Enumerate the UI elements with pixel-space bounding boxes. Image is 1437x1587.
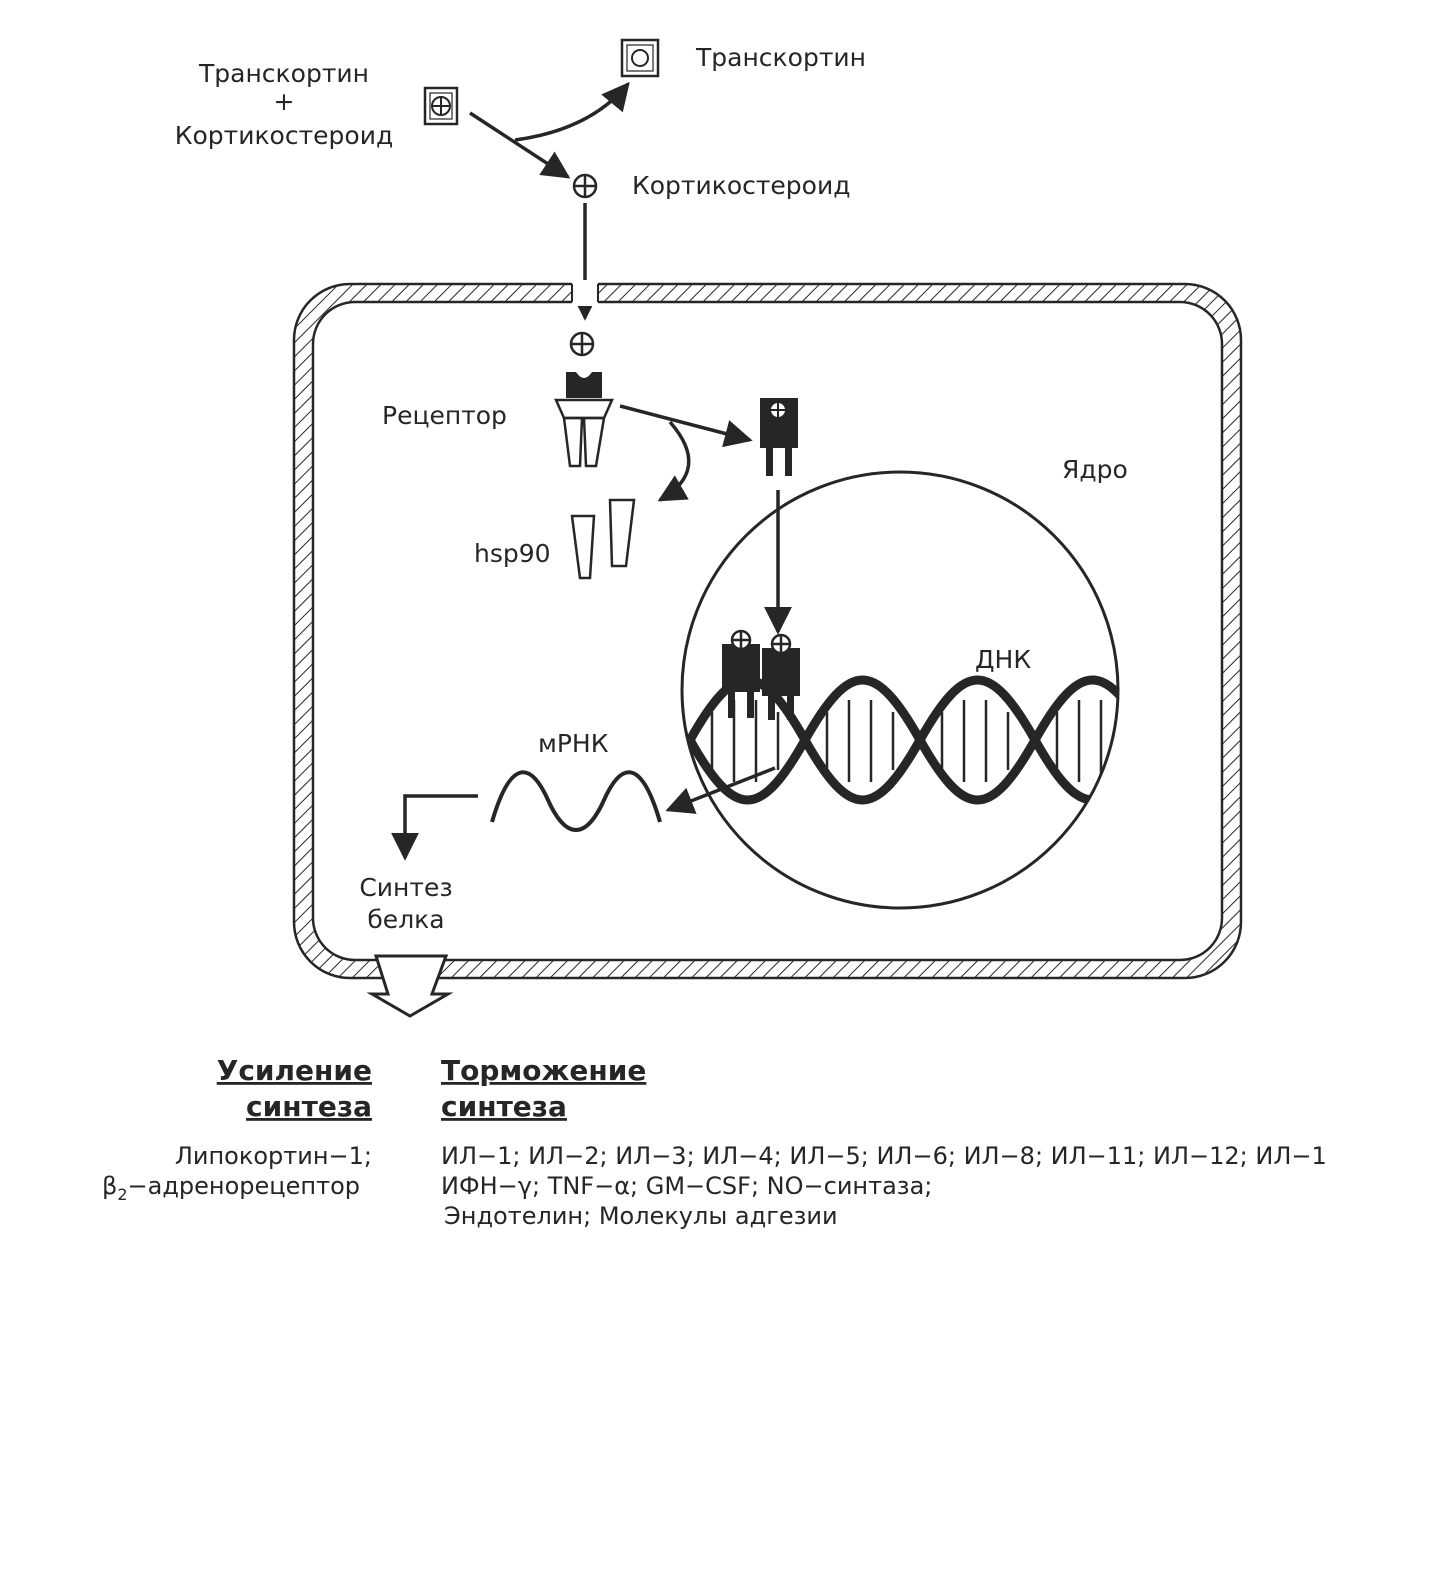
arrow-to-transcortin	[514, 81, 630, 142]
arrow-dna-to-mrna	[665, 766, 776, 814]
complex-label-line2: Кортикостероид	[175, 121, 394, 150]
inhibition-list-line3: Эндотелин; Молекулы адгезии	[444, 1202, 838, 1230]
free-transcortin-label: Транскортин	[695, 43, 866, 72]
dna-label: ДНК	[975, 645, 1031, 674]
transcortin-boxed-circle-icon	[620, 38, 660, 78]
protein-synthesis-label-line1: Синтез	[359, 873, 452, 902]
arrow-to-activated-receptor	[619, 404, 753, 448]
inhibition-heading-line1: Торможение	[441, 1054, 646, 1087]
enhancement-item-lipocortin: Липокортин−1;	[175, 1142, 372, 1170]
mrna-strand	[490, 770, 662, 832]
dna-double-helix	[686, 675, 1118, 805]
arrow-to-protein-synthesis	[391, 794, 478, 861]
arrow-to-hsp90	[657, 420, 691, 502]
enhancement-heading-line2: синтеза	[246, 1090, 372, 1123]
inhibition-list-line2: ИФН−γ; TNF−α; GM−CSF; NO−синтаза;	[441, 1172, 932, 1200]
complex-label-line1: Транскортин	[198, 59, 369, 88]
free-corticosteroid-label: Кортикостероид	[632, 171, 851, 200]
enhancement-item-b2-receptor: β2−адренорецептор	[102, 1172, 360, 1204]
enhancement-heading-line1: Усиление	[217, 1054, 372, 1087]
receptor-hsp90-complex	[554, 372, 614, 468]
complex-label-plus: +	[274, 87, 295, 116]
nucleus-label: Ядро	[1062, 455, 1128, 484]
protein-synthesis-label-line2: белка	[367, 905, 444, 934]
corticosteroid-plus-icon	[572, 173, 598, 199]
mrna-label: мРНК	[538, 729, 609, 758]
activated-receptor-complex	[760, 398, 798, 476]
arrow-to-corticosteroid	[469, 111, 571, 179]
inhibition-list-line1: ИЛ−1; ИЛ−2; ИЛ−3; ИЛ−4; ИЛ−5; ИЛ−6; ИЛ−8…	[441, 1142, 1327, 1170]
receptor-dimer-on-dna	[722, 629, 800, 720]
hsp90-fragments	[570, 498, 636, 580]
intracellular-corticosteroid-icon	[569, 331, 595, 357]
cell-membrane	[292, 280, 1243, 980]
complex-boxed-plus-icon	[423, 86, 459, 126]
receptor-label: Рецептор	[382, 401, 507, 430]
hsp90-label: hsp90	[474, 539, 551, 568]
inhibition-heading-line2: синтеза	[441, 1090, 567, 1123]
output-arrow	[366, 954, 454, 1018]
